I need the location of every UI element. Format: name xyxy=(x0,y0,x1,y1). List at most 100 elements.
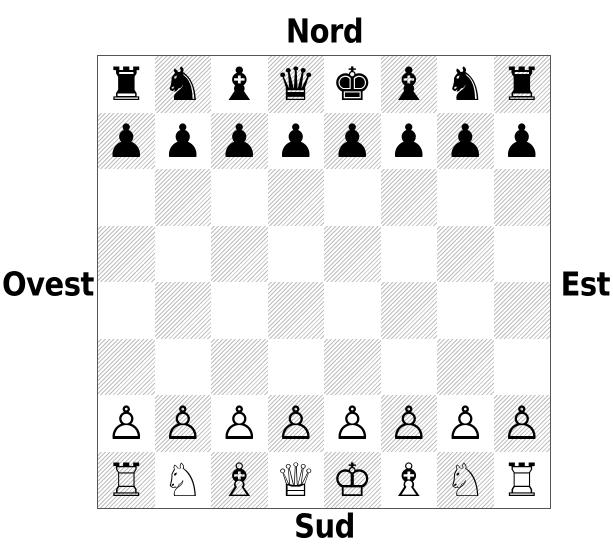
board-square[interactable]: ♖ xyxy=(494,452,551,509)
board-square[interactable]: ♙ xyxy=(211,395,268,452)
white-pawn-piece[interactable]: ♙ xyxy=(388,400,429,446)
black-pawn-piece[interactable]: ♟ xyxy=(388,118,429,164)
white-rook-piece[interactable]: ♖ xyxy=(501,457,542,503)
white-pawn-piece[interactable]: ♙ xyxy=(445,400,486,446)
black-bishop-piece[interactable]: ♝ xyxy=(388,61,429,107)
board-square[interactable] xyxy=(494,339,551,396)
board-square[interactable] xyxy=(211,226,268,283)
board-square[interactable] xyxy=(324,226,381,283)
board-square[interactable]: ♟ xyxy=(324,113,381,170)
white-bishop-piece[interactable]: ♗ xyxy=(388,457,429,503)
board-square[interactable]: ♟ xyxy=(268,113,325,170)
white-pawn-piece[interactable]: ♙ xyxy=(275,400,316,446)
board-square[interactable]: ♟ xyxy=(494,113,551,170)
board-square[interactable] xyxy=(98,339,155,396)
board-square[interactable]: ♗ xyxy=(211,452,268,509)
black-pawn-piece[interactable]: ♟ xyxy=(162,118,203,164)
board-square[interactable]: ♙ xyxy=(381,395,438,452)
board-square[interactable]: ♟ xyxy=(155,113,212,170)
black-king-piece[interactable]: ♚ xyxy=(332,61,373,107)
white-pawn-piece[interactable]: ♙ xyxy=(219,400,260,446)
board-square[interactable] xyxy=(268,169,325,226)
board-square[interactable]: ♜ xyxy=(494,56,551,113)
black-pawn-piece[interactable]: ♟ xyxy=(219,118,260,164)
white-knight-piece[interactable]: ♘ xyxy=(162,457,203,503)
board-square[interactable] xyxy=(98,282,155,339)
board-square[interactable] xyxy=(211,282,268,339)
board-square[interactable]: ♚ xyxy=(324,56,381,113)
board-square[interactable] xyxy=(268,282,325,339)
board-square[interactable] xyxy=(211,169,268,226)
board-square[interactable]: ♙ xyxy=(268,395,325,452)
board-square[interactable]: ♔ xyxy=(324,452,381,509)
black-queen-piece[interactable]: ♛ xyxy=(275,61,316,107)
board-square[interactable]: ♙ xyxy=(98,395,155,452)
white-pawn-piece[interactable]: ♙ xyxy=(106,400,147,446)
board-square[interactable]: ♝ xyxy=(381,56,438,113)
board-square[interactable] xyxy=(155,169,212,226)
board-square[interactable] xyxy=(437,169,494,226)
board-square[interactable] xyxy=(437,282,494,339)
board-square[interactable]: ♘ xyxy=(155,452,212,509)
board-square[interactable] xyxy=(268,226,325,283)
white-queen-piece[interactable]: ♕ xyxy=(275,457,316,503)
white-bishop-piece[interactable]: ♗ xyxy=(219,457,260,503)
black-knight-piece[interactable]: ♞ xyxy=(445,61,486,107)
board-square[interactable]: ♟ xyxy=(211,113,268,170)
black-rook-piece[interactable]: ♜ xyxy=(106,61,147,107)
board-square[interactable] xyxy=(268,339,325,396)
white-pawn-piece[interactable]: ♙ xyxy=(332,400,373,446)
board-square[interactable] xyxy=(437,339,494,396)
board-square[interactable]: ♘ xyxy=(437,452,494,509)
white-rook-piece[interactable]: ♖ xyxy=(106,457,147,503)
board-square[interactable] xyxy=(381,169,438,226)
white-pawn-piece[interactable]: ♙ xyxy=(501,400,542,446)
board-square[interactable]: ♞ xyxy=(155,56,212,113)
board-square[interactable] xyxy=(155,339,212,396)
label-south: Sud xyxy=(0,510,613,543)
board-square[interactable]: ♖ xyxy=(98,452,155,509)
black-pawn-piece[interactable]: ♟ xyxy=(275,118,316,164)
black-rook-piece[interactable]: ♜ xyxy=(501,61,542,107)
label-east: Est xyxy=(561,268,610,301)
black-knight-piece[interactable]: ♞ xyxy=(162,61,203,107)
board-square[interactable] xyxy=(155,226,212,283)
board-square[interactable]: ♕ xyxy=(268,452,325,509)
white-pawn-piece[interactable]: ♙ xyxy=(162,400,203,446)
board-square[interactable] xyxy=(324,169,381,226)
board-square[interactable]: ♙ xyxy=(437,395,494,452)
board-square[interactable] xyxy=(494,169,551,226)
black-pawn-piece[interactable]: ♟ xyxy=(106,118,147,164)
board-square[interactable] xyxy=(211,339,268,396)
board-square[interactable] xyxy=(155,282,212,339)
board-square[interactable] xyxy=(324,282,381,339)
board-square[interactable]: ♜ xyxy=(98,56,155,113)
black-pawn-piece[interactable]: ♟ xyxy=(501,118,542,164)
board-square[interactable]: ♛ xyxy=(268,56,325,113)
board-square[interactable] xyxy=(381,339,438,396)
board-square[interactable]: ♟ xyxy=(381,113,438,170)
white-king-piece[interactable]: ♔ xyxy=(332,457,373,503)
board-square[interactable] xyxy=(437,226,494,283)
white-knight-piece[interactable]: ♘ xyxy=(445,457,486,503)
board-square[interactable] xyxy=(324,339,381,396)
board-square[interactable] xyxy=(98,169,155,226)
board-square[interactable] xyxy=(381,282,438,339)
board-square[interactable] xyxy=(494,226,551,283)
board-square[interactable]: ♟ xyxy=(437,113,494,170)
board-square[interactable]: ♟ xyxy=(98,113,155,170)
black-pawn-piece[interactable]: ♟ xyxy=(445,118,486,164)
board-square[interactable]: ♙ xyxy=(324,395,381,452)
chess-board: ♜ ♞ ♝ ♛ ♚ ♝ ♞ ♜ ♟ ♟ ♟ ♟ ♟ ♟ ♟ ♟ ♙ ♙ ♙ ♙ ♙ ♙ ♙ ♙ ♖ ♘ ♗ ♕ ♔ ♗ ♘ ♖ xyxy=(97,55,551,509)
board-square[interactable]: ♝ xyxy=(211,56,268,113)
black-pawn-piece[interactable]: ♟ xyxy=(332,118,373,164)
board-square[interactable] xyxy=(494,282,551,339)
board-square[interactable]: ♞ xyxy=(437,56,494,113)
board-square[interactable]: ♙ xyxy=(155,395,212,452)
label-west: Ovest xyxy=(2,268,94,301)
board-square[interactable]: ♗ xyxy=(381,452,438,509)
board-square[interactable] xyxy=(98,226,155,283)
board-square[interactable] xyxy=(381,226,438,283)
board-square[interactable]: ♙ xyxy=(494,395,551,452)
black-bishop-piece[interactable]: ♝ xyxy=(219,61,260,107)
